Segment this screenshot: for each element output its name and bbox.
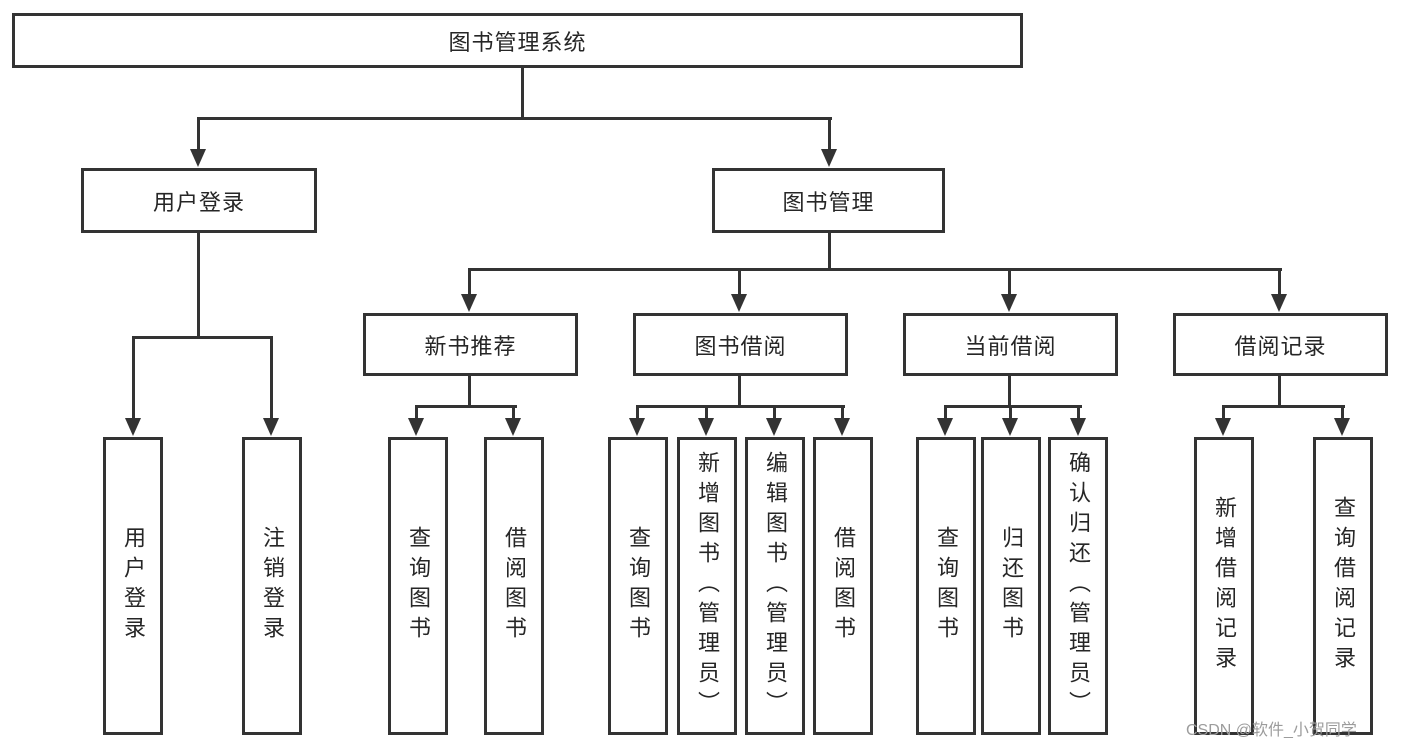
leaf-label: 查询图书 (626, 526, 651, 646)
node-leaf-borrow-books-2: 借阅图书 (813, 437, 873, 735)
connector-new-books-bar (415, 405, 517, 408)
connector-book-mgmt-drop-2 (738, 268, 741, 296)
connector-root-bar (197, 117, 832, 120)
leaf-label: 借阅图书 (831, 526, 856, 646)
connector-borrow-records-stem (1278, 376, 1281, 407)
leaf-label: 查询图书 (406, 526, 431, 646)
arrow-down-icon (1002, 418, 1018, 436)
connector-book-mgmt-drop-1 (468, 268, 471, 296)
node-leaf-query-books-3: 查询图书 (916, 437, 976, 735)
connector-book-mgmt-drop-4 (1278, 268, 1281, 296)
node-book-mgmt-label: 图书管理 (782, 189, 875, 215)
arrow-down-icon (766, 418, 782, 436)
node-borrow-records-label: 借阅记录 (1234, 333, 1327, 359)
connector-root-drop-left (197, 117, 200, 151)
connector-borrow-records-bar (1222, 405, 1345, 408)
arrow-down-icon (1215, 418, 1231, 436)
leaf-label: 查询图书 (934, 526, 959, 646)
node-leaf-add-books-admin: 新增图书（管理员） (677, 437, 737, 735)
connector-book-mgmt-bar (468, 268, 1282, 271)
connector-book-borrow-stem (738, 376, 741, 407)
arrow-down-icon (1001, 294, 1017, 312)
leaf-label: 归还图书 (999, 526, 1024, 646)
node-leaf-add-borrow-record: 新增借阅记录 (1194, 437, 1254, 735)
node-borrow-records: 借阅记录 (1173, 313, 1388, 376)
leaf-label: 借阅图书 (502, 526, 527, 646)
csdn-watermark: CSDN @软件_小贺同学 (1186, 722, 1357, 739)
arrow-down-icon (937, 418, 953, 436)
node-user-login: 用户登录 (81, 168, 317, 233)
connector-borrow-records-drop-2 (1341, 405, 1344, 420)
leaf-label: 查询借阅记录 (1331, 496, 1356, 676)
arrow-down-icon (408, 418, 424, 436)
connector-book-borrow-drop-3 (773, 405, 776, 420)
node-leaf-confirm-return-admin: 确认归还（管理员） (1048, 437, 1108, 735)
connector-book-borrow-drop-2 (705, 405, 708, 420)
connector-new-books-drop-1 (415, 405, 418, 420)
connector-current-borrow-drop-1 (944, 405, 947, 420)
connector-root-drop-right (828, 117, 831, 151)
arrow-down-icon (1070, 418, 1086, 436)
node-leaf-user-login: 用户登录 (103, 437, 163, 735)
node-root: 图书管理系统 (12, 13, 1023, 68)
node-new-books: 新书推荐 (363, 313, 578, 376)
node-user-login-label: 用户登录 (152, 189, 245, 215)
connector-current-borrow-bar (944, 405, 1082, 408)
node-leaf-query-books-1: 查询图书 (388, 437, 448, 735)
node-leaf-return-books: 归还图书 (981, 437, 1041, 735)
node-leaf-logout: 注销登录 (242, 437, 302, 735)
node-book-mgmt: 图书管理 (712, 168, 945, 233)
arrow-down-icon (821, 149, 837, 167)
node-root-label: 图书管理系统 (448, 29, 587, 55)
arrow-down-icon (461, 294, 477, 312)
node-book-borrow: 图书借阅 (633, 313, 848, 376)
node-current-borrow: 当前借阅 (903, 313, 1118, 376)
arrow-down-icon (190, 149, 206, 167)
leaf-label: 编辑图书（管理员） (763, 451, 788, 721)
connector-borrow-records-drop-1 (1222, 405, 1225, 420)
node-leaf-query-borrow-record: 查询借阅记录 (1313, 437, 1373, 735)
arrow-down-icon (698, 418, 714, 436)
leaf-label: 注销登录 (260, 526, 285, 646)
connector-user-login-drop-2 (270, 336, 273, 420)
leaf-label: 用户登录 (121, 526, 146, 646)
arrow-down-icon (629, 418, 645, 436)
connector-new-books-stem (468, 376, 471, 407)
connector-user-login-drop-1 (132, 336, 135, 420)
node-new-books-label: 新书推荐 (424, 333, 517, 359)
connector-user-login-bar (132, 336, 273, 339)
arrow-down-icon (263, 418, 279, 436)
node-leaf-edit-books-admin: 编辑图书（管理员） (745, 437, 805, 735)
arrow-down-icon (731, 294, 747, 312)
connector-root-stem (521, 67, 524, 119)
arrow-down-icon (1334, 418, 1350, 436)
connector-book-borrow-bar (636, 405, 845, 408)
node-current-borrow-label: 当前借阅 (964, 333, 1057, 359)
node-leaf-query-books-2: 查询图书 (608, 437, 668, 735)
arrow-down-icon (505, 418, 521, 436)
leaf-label: 新增图书（管理员） (695, 451, 720, 721)
connector-new-books-drop-2 (512, 405, 515, 420)
connector-book-mgmt-drop-3 (1008, 268, 1011, 296)
leaf-label: 确认归还（管理员） (1066, 451, 1091, 721)
connector-user-login-stem (197, 233, 200, 338)
leaf-label: 新增借阅记录 (1212, 496, 1237, 676)
connector-current-borrow-drop-3 (1077, 405, 1080, 420)
arrow-down-icon (1271, 294, 1287, 312)
connector-current-borrow-stem (1008, 376, 1011, 407)
connector-current-borrow-drop-2 (1009, 405, 1012, 420)
node-book-borrow-label: 图书借阅 (694, 333, 787, 359)
connector-book-mgmt-stem (828, 233, 831, 271)
connector-book-borrow-drop-4 (841, 405, 844, 420)
arrow-down-icon (125, 418, 141, 436)
node-leaf-borrow-books-1: 借阅图书 (484, 437, 544, 735)
connector-book-borrow-drop-1 (636, 405, 639, 420)
arrow-down-icon (834, 418, 850, 436)
